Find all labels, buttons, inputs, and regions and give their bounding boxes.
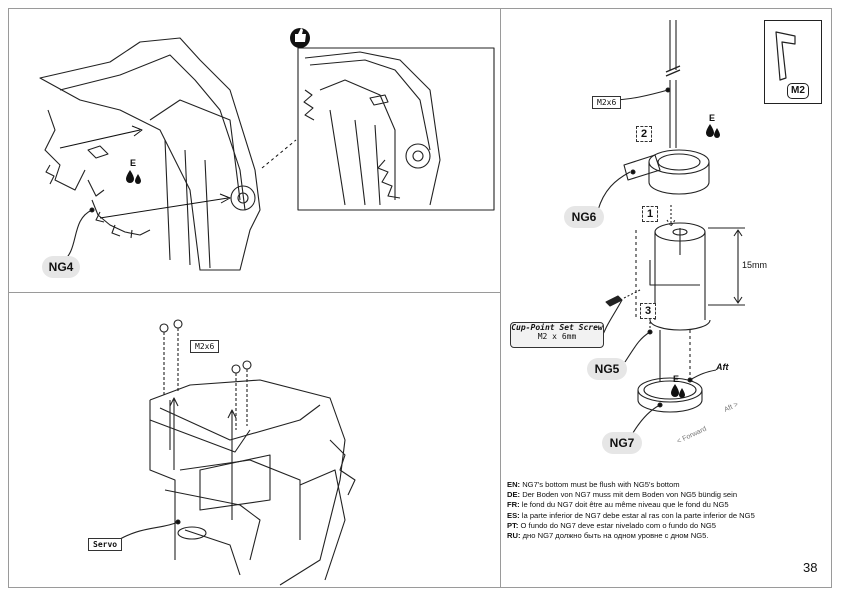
servo-label: Servo [88, 538, 123, 551]
top-left-arm-drawing [39, 37, 261, 271]
step-2-marker: 2 [636, 126, 652, 142]
instruction-de: DE: Der Boden von NG7 muss mit dem Boden… [507, 490, 738, 500]
step-3-marker: 3 [640, 303, 656, 319]
part-label-ng7: NG7 [602, 432, 642, 454]
horizontal-divider [8, 292, 500, 293]
thumbs-up-icon [290, 28, 310, 48]
glue-drop-icon-1 [126, 170, 141, 184]
step-1-marker: 1 [642, 206, 658, 222]
screw-label-m2x6-right: M2x6 [592, 96, 622, 109]
part-label-ng6: NG6 [564, 206, 604, 228]
page-frame [8, 8, 832, 588]
instruction-en: EN: NG7's bottom must be flush with NG5'… [507, 480, 680, 489]
hex-key-icon [775, 31, 796, 81]
part-label-ng5: NG5 [587, 358, 627, 380]
tool-box-m2: M2 [764, 20, 822, 104]
dimension-label: 15mm [742, 260, 768, 270]
glue-drop-icon-3 [671, 384, 685, 398]
top-left-arrows [59, 125, 297, 219]
vertical-divider [500, 8, 501, 588]
set-screw-callout: Cup-Point Set Screw M2 x 6mm [510, 322, 604, 348]
set-screw-name: Cup-Point Set Screw [511, 323, 603, 332]
right-assembly-drawing [605, 20, 745, 413]
instruction-pt: PT: O fundo do NG7 deve estar nivelado c… [507, 520, 716, 530]
glue-label-e2: E [709, 113, 716, 123]
instructions-block: EN: NG7's bottom must be flush with NG5'… [507, 480, 827, 541]
zoom-detail-drawing [303, 51, 441, 206]
glue-label-e1: E [130, 158, 137, 168]
glue-drop-icon-2 [706, 124, 720, 138]
screw-label-m2x6-left: M2x6 [190, 340, 220, 353]
bottom-left-frame-drawing [149, 379, 356, 586]
part-label-ng4: NG4 [42, 256, 80, 278]
page-number: 38 [803, 560, 818, 575]
aft-label: Aft [716, 362, 729, 372]
bottom-left-screws [159, 319, 252, 520]
instruction-ru: RU: дно NG7 должно быть на одном уровне … [507, 531, 709, 541]
tool-label-m2: M2 [787, 83, 809, 99]
set-screw-size: M2 x 6mm [537, 332, 577, 341]
right-leader-lines [597, 87, 717, 439]
zoom-detail-box [297, 47, 495, 211]
instruction-es: ES: la parte inferior de NG7 debe estar … [507, 510, 755, 520]
instruction-fr: FR: le fond du NG7 doit être au même niv… [507, 500, 729, 510]
glue-label-e3: E [673, 374, 680, 384]
